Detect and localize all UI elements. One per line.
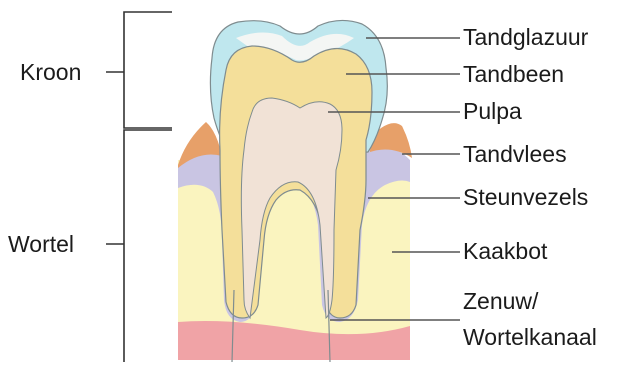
label-jawbone: Kaakbot xyxy=(463,240,547,263)
label-nerve-line2: Wortelkanaal xyxy=(463,326,597,349)
label-dentin: Tandbeen xyxy=(463,63,564,86)
label-enamel: Tandglazuur xyxy=(463,26,588,49)
root-bracket xyxy=(106,130,172,362)
label-ligament: Steunvezels xyxy=(463,186,588,209)
label-nerve-line1: Zenuw/ xyxy=(463,290,538,313)
interradicular-bone xyxy=(266,191,318,300)
label-gum: Tandvlees xyxy=(463,143,567,166)
label-crown: Kroon xyxy=(20,61,81,84)
label-pulp: Pulpa xyxy=(463,100,522,123)
crown-bracket xyxy=(106,12,172,128)
label-root: Wortel xyxy=(8,233,74,256)
